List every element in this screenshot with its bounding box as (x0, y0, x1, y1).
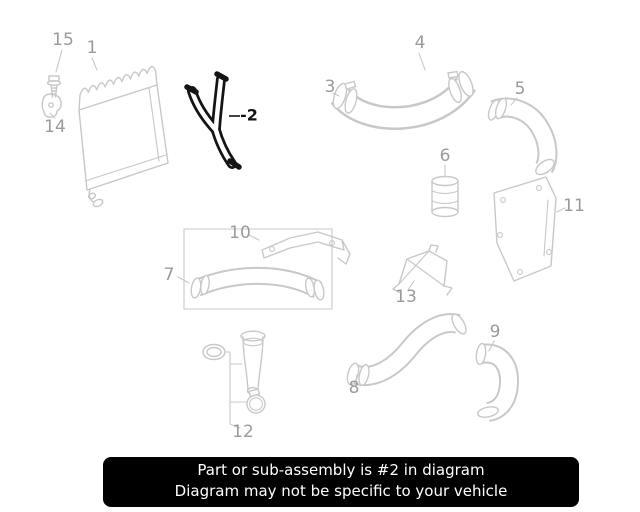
part-label-4: 4 (414, 33, 426, 53)
part-label-3: 3 (324, 77, 336, 97)
intercooler-drawing (78, 66, 169, 208)
connector-set-drawing (202, 330, 266, 429)
banner-line-1: Part or sub-assembly is #2 in diagram (197, 461, 485, 479)
coupler-drawing (431, 175, 459, 218)
part-label-12: 12 (232, 422, 254, 442)
part-label-15: 15 (52, 30, 74, 50)
bracket-plate-drawing (493, 176, 557, 282)
mount-bracket-drawing (261, 231, 351, 265)
part-label-7: 7 (163, 265, 175, 285)
upper-hose-drawing (330, 70, 476, 130)
s-hose-drawing (346, 313, 467, 386)
part-label-13: 13 (395, 287, 417, 307)
stay-bracket-drawing (392, 244, 453, 296)
footer-banner: Part or sub-assembly is #2 in diagram Di… (103, 457, 579, 507)
part-label-11: 11 (563, 196, 585, 216)
part-label-8: 8 (348, 378, 360, 398)
side-hose-drawing (487, 97, 558, 176)
part-label-1: 1 (86, 38, 98, 58)
part-label-2-highlight: -2 (240, 105, 258, 125)
part-label-9: 9 (489, 322, 501, 342)
elbow-hose-drawing (475, 342, 520, 422)
subassembly-box (183, 228, 333, 310)
bolt-drawing (46, 75, 62, 98)
part-label-14: 14 (44, 117, 66, 137)
part-label-5: 5 (514, 79, 526, 99)
banner-line-2: Diagram may not be specific to your vehi… (174, 482, 508, 500)
sensor-drawing (41, 93, 62, 118)
leader-lines (49, 49, 566, 381)
highlighted-part-2-drawing (184, 71, 242, 170)
part-label-6: 6 (439, 146, 451, 166)
lower-hose-drawing (190, 266, 325, 301)
part-label-10: 10 (229, 223, 251, 243)
